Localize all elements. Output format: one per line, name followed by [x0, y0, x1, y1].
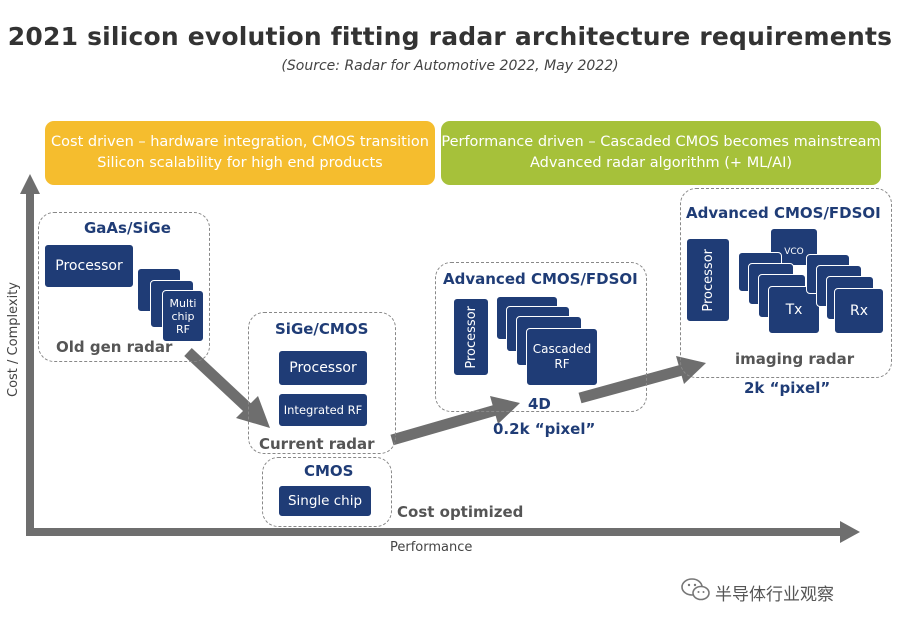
gaas-sige-title: GaAs/SiGe: [84, 219, 171, 237]
cost-optimized-label: Cost optimized: [397, 503, 524, 521]
perf-banner-line2: Advanced radar algorithm (+ ML/AI): [529, 155, 793, 171]
perf-banner-line1: Performance driven – Cascaded CMOS becom…: [441, 134, 881, 150]
cascaded-line2: RF: [554, 357, 570, 371]
arrow-current-to-4d-head: [490, 396, 520, 424]
cost-banner-line2: Silicon scalability for high end product…: [97, 155, 383, 171]
current-radar-label: Current radar: [259, 435, 375, 453]
cascaded-rf-chip: Cascaded RF: [526, 328, 598, 386]
current-radar-group: [248, 312, 396, 454]
adv-4d-title: Advanced CMOS/FDSOI: [443, 270, 638, 288]
arrow-old-to-current-head: [236, 396, 270, 428]
old-gen-radar-label: Old gen radar: [56, 338, 173, 356]
arrow-4d-to-imaging: [578, 364, 684, 404]
old-gen-processor-chip: Processor: [44, 244, 134, 288]
performance-driven-banner: Performance driven – Cascaded CMOS becom…: [441, 121, 881, 185]
multichip-line2: chip: [171, 309, 195, 323]
watermark-text: 半导体行业观察: [715, 585, 834, 605]
current-processor-chip: Processor: [278, 350, 368, 386]
cost-driven-banner: Cost driven – hardware integration, CMOS…: [45, 121, 435, 185]
page-subtitle: (Source: Radar for Automotive 2022, May …: [281, 58, 619, 74]
cmos-title: CMOS: [304, 462, 354, 480]
arrow-old-to-current: [184, 347, 254, 415]
imaging-processor-chip: Processor: [686, 238, 730, 322]
adv-4d-processor-chip: Processor: [453, 298, 489, 376]
old-gen-radar-group: [38, 212, 210, 362]
x-axis-label: Performance: [390, 540, 473, 555]
adv-4d-processor-text: Processor: [463, 305, 479, 369]
imaging-radar-label: imaging radar: [735, 350, 855, 368]
imaging-pixel-label: 2k “pixel”: [744, 379, 831, 397]
imaging-processor-text: Processor: [700, 248, 716, 312]
multichip-line1: Multi: [169, 296, 197, 310]
rx-chip: Rx: [834, 288, 884, 334]
old-gen-multichip-rf: Multi chip RF: [162, 290, 204, 342]
arrow-current-to-4d: [390, 404, 498, 446]
multichip-line3: RF: [176, 322, 190, 336]
4d-label: 4D: [528, 395, 551, 413]
integrated-rf-chip: Integrated RF: [278, 393, 368, 427]
cost-banner-line1: Cost driven – hardware integration, CMOS…: [51, 134, 429, 150]
adv-imaging-title: Advanced CMOS/FDSOI: [686, 204, 881, 222]
cmos-group: [262, 457, 392, 527]
y-axis-label: Cost / Complexity: [6, 282, 21, 398]
single-chip: Single chip: [278, 485, 372, 517]
4d-pixel-label: 0.2k “pixel”: [493, 420, 596, 438]
x-axis-arrowhead: [840, 521, 860, 543]
cascaded-line1: Cascaded: [532, 342, 592, 356]
page-title: 2021 silicon evolution fitting radar arc…: [7, 22, 893, 51]
y-axis-arrowhead: [20, 174, 40, 194]
4d-radar-group: [435, 262, 647, 412]
imaging-radar-group: [680, 188, 892, 378]
tx-chip: Tx: [768, 286, 820, 334]
wechat-icon: [681, 578, 710, 601]
sige-cmos-title: SiGe/CMOS: [275, 320, 369, 338]
